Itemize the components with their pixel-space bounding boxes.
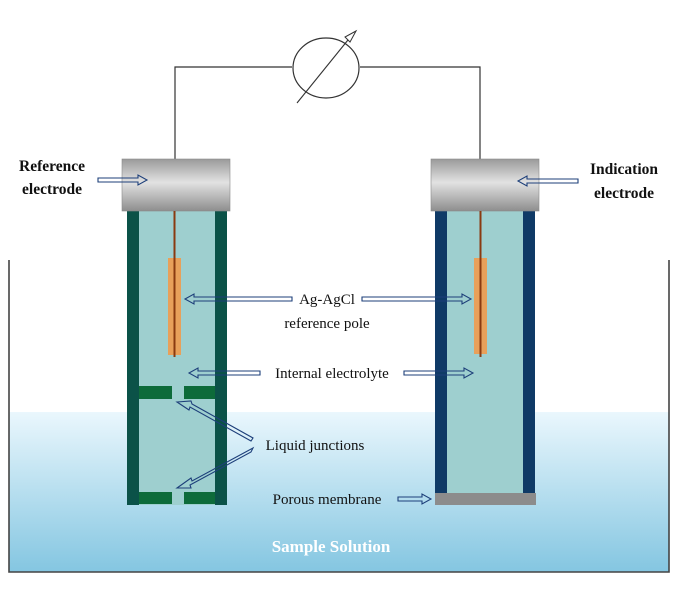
label-ag-agcl-line2: reference pole: [284, 316, 370, 332]
arrow-ag-agcl-right: [361, 293, 473, 305]
reference-wall-left: [127, 211, 139, 505]
label-reference-electrode-line1: Reference: [19, 158, 85, 175]
arrow-reference-electrode: [97, 174, 149, 186]
reference-wall-right: [215, 211, 227, 505]
indication-cap: [430, 158, 540, 212]
liquid-junction-lower-right: [184, 492, 215, 504]
indication-electrode: [430, 158, 540, 505]
porous-membrane: [435, 493, 536, 505]
label-reference-electrode-line2: electrode: [22, 181, 82, 198]
label-indication-electrode-line2: electrode: [594, 185, 654, 202]
label-liquid-junctions: Liquid junctions: [266, 438, 365, 454]
arrow-internal-electrolyte-right: [403, 367, 475, 379]
label-porous-membrane: Porous membrane: [273, 492, 382, 508]
reference-cap: [121, 158, 231, 212]
indication-wall-left: [435, 211, 447, 494]
reference-electrolyte: [139, 211, 215, 505]
arrow-porous-membrane: [397, 493, 433, 505]
arrow-liquid-junction-upper: [175, 400, 254, 442]
sample-solution-fill: [9, 412, 669, 572]
meter-with-needle-icon: [292, 29, 360, 104]
label-sample-solution: Sample Solution: [272, 537, 391, 556]
reference-electrode: [121, 158, 231, 505]
liquid-junction-upper-left: [139, 386, 172, 399]
circuit-wire-left: [174, 66, 292, 160]
arrow-liquid-junction-lower: [175, 446, 255, 489]
arrow-ag-agcl-left: [183, 293, 293, 305]
circuit-wire-right: [360, 66, 481, 160]
arrow-indication-electrode: [516, 175, 579, 187]
label-indication-electrode-line1: Indication: [590, 161, 658, 178]
liquid-junction-lower-left: [139, 492, 172, 504]
indication-wall-right: [523, 211, 535, 494]
label-ag-agcl-line1: Ag-AgCl: [299, 292, 355, 308]
arrow-internal-electrolyte-left: [187, 367, 261, 379]
label-internal-electrolyte: Internal electrolyte: [275, 366, 389, 382]
beaker: [8, 260, 670, 573]
liquid-junction-upper-right: [184, 386, 215, 399]
